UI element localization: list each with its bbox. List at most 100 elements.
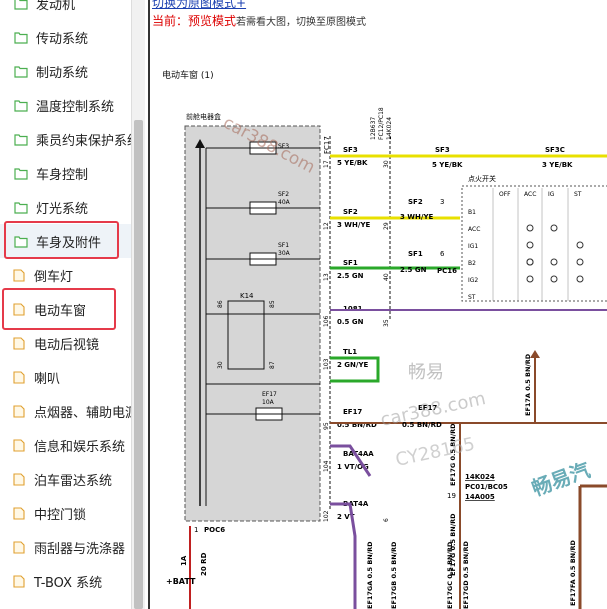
ignition-row-label: IG1	[468, 243, 478, 250]
wire-pin-right: 29	[383, 222, 390, 230]
main-content: 切换为原图模式+ 当前：预览模式若需看大图，切换至原图模式 电动车窗 (1) 前…	[148, 0, 607, 609]
fuse-box-label: 前舱电器盒	[186, 112, 221, 121]
wire-pin-right: 30	[383, 160, 390, 168]
wire-circuit: BAT4AA	[343, 450, 374, 458]
wire-circuit: TL1	[343, 348, 357, 356]
sidebar-item-label: 制动系统	[36, 65, 89, 81]
sidebar-item[interactable]: 制动系统	[0, 54, 131, 88]
rw-ef17-spec: 0.5 BN/RD	[402, 421, 442, 429]
wire-pin-right: 6	[383, 518, 390, 522]
sidebar-item[interactable]: 中控门锁	[0, 496, 131, 530]
wire-pin-left: 102	[323, 510, 330, 522]
relay-k14	[227, 300, 265, 370]
rw-sf3c: SF3C	[545, 146, 565, 154]
sidebar-item[interactable]: 信息和娱乐系统	[0, 428, 131, 462]
sidebar-item-label: 车身控制	[36, 167, 89, 183]
ignition-row-label: ACC	[468, 226, 480, 233]
vlabel-ef17g-1: EF17G 0.5 BN/RD	[449, 423, 457, 486]
wire-spec: 2.5 GN	[337, 272, 364, 280]
wire-pin-left: 17	[323, 160, 330, 168]
ignition-col-label: ST	[574, 191, 582, 198]
sidebar-item[interactable]: T-BOX 系统	[0, 564, 131, 598]
sidebar-item[interactable]: 电动车窗	[0, 292, 131, 326]
ignition-contact-icon	[550, 275, 558, 283]
document-icon	[13, 472, 25, 486]
sidebar-item-label: 信息和娱乐系统	[34, 439, 126, 455]
rw-sf3: SF3	[435, 146, 450, 154]
watermark-2: 畅易	[408, 362, 444, 383]
highlight-box-power-window	[2, 288, 116, 330]
ignition-row-label: ST	[468, 294, 476, 301]
sidebar-nav: 发动机传动系统制动系统温度控制系统乘员约束保护系统车身控制灯光系统车身及附件倒车…	[0, 0, 145, 609]
sidebar-item-label: T-BOX 系统	[34, 575, 103, 591]
batt-pin-1a: 1A	[180, 555, 188, 566]
sidebar-item[interactable]: 发动机	[0, 0, 131, 20]
document-icon	[13, 302, 25, 316]
rw-sf3c-spec: 3 YE/BK	[542, 161, 573, 169]
ignition-contact-icon	[576, 275, 584, 283]
wire-spec: 0.5 BN/RD	[337, 421, 377, 429]
sidebar-item-label: 发动机	[36, 0, 76, 13]
sidebar-item-label: 喇叭	[34, 371, 61, 387]
watermark-4: CY28165	[394, 434, 477, 471]
sidebar-item-label: 乘员约束保护系统	[36, 133, 131, 149]
wire-pin-left: 104	[323, 460, 330, 472]
folder-icon	[14, 201, 28, 214]
relay-pin-85: 85	[269, 300, 276, 308]
folder-icon	[14, 167, 28, 180]
sidebar-item-label: 电动车窗	[34, 303, 87, 319]
folder-icon	[14, 99, 28, 112]
sidebar-item[interactable]: 车身控制	[0, 156, 131, 190]
ignition-contact-icon	[526, 258, 534, 266]
vlabel-ef17g-2: EF17G 0.5 BN/RD	[449, 513, 457, 576]
folder-icon	[14, 65, 28, 78]
sidebar-item-label: 传动系统	[36, 31, 89, 47]
document-icon	[13, 506, 25, 520]
switch-original-mode-link[interactable]: 切换为原图模式+	[152, 0, 247, 10]
document-icon	[13, 336, 25, 350]
fuse-ef17-rating: 10A	[262, 399, 275, 406]
relay-pin-86: 86	[217, 300, 224, 308]
conn-pc16: PC16	[437, 267, 457, 275]
sidebar-scrollbar-thumb[interactable]	[134, 120, 143, 609]
ignition-contact-icon	[576, 258, 584, 266]
ignition-row-label: B1	[468, 209, 476, 216]
sidebar-item[interactable]: 温度控制系统	[0, 88, 131, 122]
wire-spec: 2 GN/YE	[337, 361, 369, 369]
vlabel-ef17a: EF17A 0.5 BN/RD	[524, 353, 532, 416]
conn-12b637: 12B637	[370, 117, 377, 140]
sidebar-item[interactable]: 传动系统	[0, 20, 131, 54]
wire-circuit: SF1	[343, 259, 358, 267]
wire-pin-left: 13	[323, 273, 330, 281]
sidebar-item[interactable]: 倒车灯	[0, 258, 131, 292]
vlabel-ef17gc: EF17GC 0.5 BN/RD	[446, 541, 454, 609]
relay-pin-87: 87	[269, 361, 276, 369]
sidebar-item[interactable]: 车身及附件	[0, 224, 131, 258]
sidebar-item[interactable]: 乘员约束保护系统	[0, 122, 131, 156]
folder-icon	[14, 133, 28, 146]
mode-notice: 当前：预览模式若需看大图，切换至原图模式	[152, 12, 366, 29]
sidebar-scrollbar[interactable]	[131, 0, 145, 609]
sidebar-item-label: 电动后视镜	[34, 337, 100, 353]
fuse-sf3-id: SF3	[278, 143, 289, 150]
conn-14a005: 14A005	[465, 493, 495, 501]
sidebar-item-label: 点烟器、辅助电源	[34, 405, 131, 421]
ignition-row-label: B2	[468, 260, 476, 267]
sidebar-item[interactable]: 油箱盖	[0, 598, 131, 609]
sidebar-item[interactable]: 雨刮器与洗涤器	[0, 530, 131, 564]
vlabel-ef17ga: EF17GA 0.5 BN/RD	[366, 541, 374, 609]
rw-sf1-pin: 6	[440, 250, 445, 258]
sidebar-item[interactable]: 点烟器、辅助电源	[0, 394, 131, 428]
sidebar-item[interactable]: 灯光系统	[0, 190, 131, 224]
wire-circuit: SF2	[343, 208, 358, 216]
sidebar-item[interactable]: 泊车雷达系统	[0, 462, 131, 496]
wire-pin-right: 35	[383, 319, 390, 327]
rw-sf2-pin: 3	[440, 198, 444, 206]
conn-fc12: FC12/PC18	[378, 107, 385, 140]
conn-fc17: FC17	[323, 136, 331, 154]
rw-sf2-spec: 3 WH/YE	[400, 213, 434, 221]
sidebar-item-label: 车身及附件	[36, 235, 102, 251]
ignition-switch-title: 点火开关	[468, 174, 496, 183]
sidebar-item[interactable]: 喇叭	[0, 360, 131, 394]
sidebar-item[interactable]: 电动后视镜	[0, 326, 131, 360]
